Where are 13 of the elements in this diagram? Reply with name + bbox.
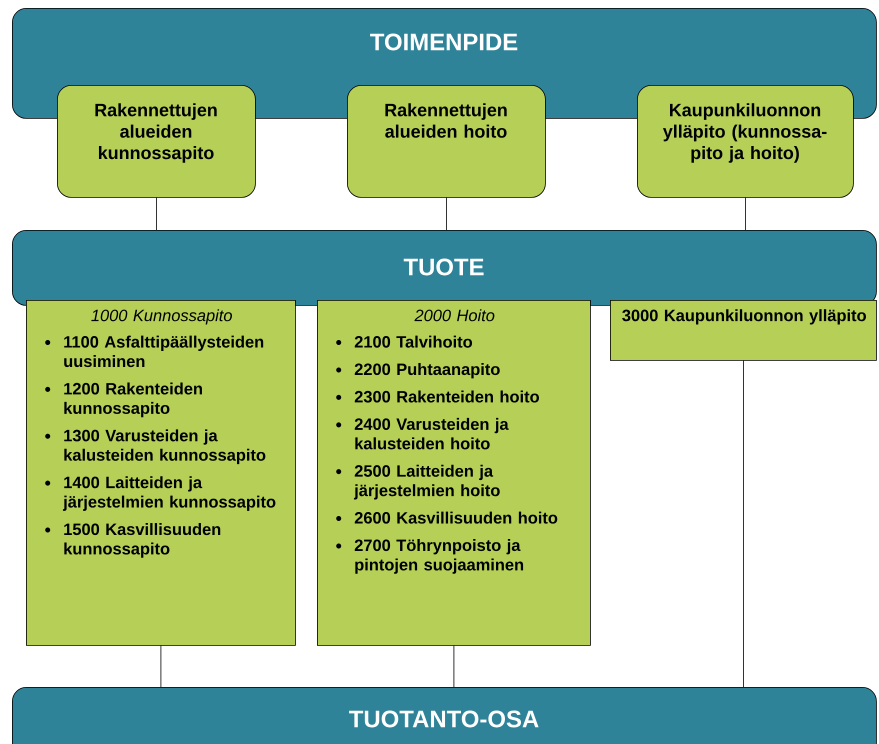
header-band: TUOTANTO-OSA — [12, 687, 877, 744]
category-box: Kaupunkiluonnon ylläpito (kunnossa-pito ja hoito) — [637, 85, 854, 198]
connector-line — [156, 197, 157, 230]
connector-line — [743, 360, 744, 688]
category-box: Rakennettujen alueiden kunnossapito — [57, 85, 256, 198]
header-band: TUOTE — [12, 230, 877, 306]
connector-line — [446, 197, 447, 230]
connector-line — [745, 197, 746, 230]
category-box: Rakennettujen alueiden hoito — [347, 85, 546, 198]
connector-line — [160, 645, 162, 688]
product-box: 2000 Hoito 2100 Talvihoito 2200 Puhtaanapito 2300 Rakenteiden hoito 2400 Varusteiden ja kalusteiden hoito 2500 Laitteiden ja järjestelmien hoito 2600 Kasvillisuuden hoito 2700 Töhrynpoisto ja pintojen suojaaminen — [317, 300, 591, 646]
product-box: 1000 Kunnossapito 1100 Asfalttipäällysteiden uusiminen 1200 Rakenteiden kunnossapito 1300 Varusteiden ja kalusteiden kunnossapito 1400 Laitteiden ja järjestelmien kunnossapito 1500 Kasvillisuuden kunnossapito — [26, 300, 296, 646]
product-box: 3000 Kaupunkiluonnon ylläpito — [610, 300, 877, 361]
